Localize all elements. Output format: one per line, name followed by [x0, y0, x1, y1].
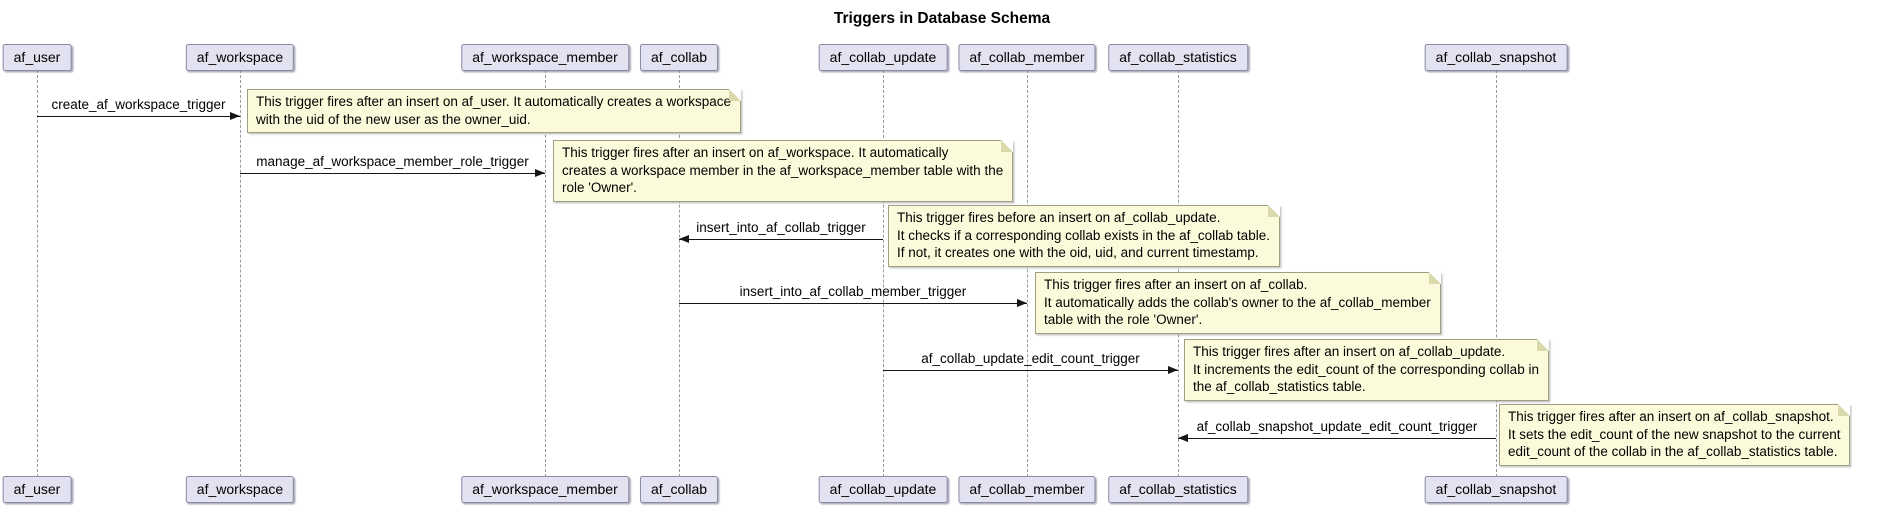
message-line-5 [883, 370, 1178, 371]
note-text-line: role 'Owner'. [562, 180, 637, 195]
note-text-line: This trigger fires after an insert on af… [562, 145, 949, 160]
message-label-3: insert_into_af_collab_trigger [696, 220, 866, 235]
message-line-3 [679, 239, 883, 240]
participant-top-af_collab: af_collab [639, 44, 719, 71]
lifeline-af_collab_member [1027, 70, 1028, 477]
lifeline-af_collab_snapshot [1496, 70, 1497, 477]
note-3: This trigger fires before an insert on a… [888, 205, 1280, 267]
lifeline-af_collab_update [883, 70, 884, 477]
participant-top-af_user: af_user [2, 44, 72, 71]
note-text-line: This trigger fires after an insert on af… [1193, 344, 1506, 359]
note-text-line: This trigger fires before an insert on a… [897, 210, 1221, 225]
participant-top-af_collab_statistics: af_collab_statistics [1108, 44, 1248, 71]
note-text-line: It checks if a corresponding collab exis… [897, 227, 1270, 243]
diagram-title: Triggers in Database Schema [833, 10, 1051, 27]
note-text-line: edit_count of the collab in the af_colla… [1508, 444, 1838, 459]
message-line-1 [37, 116, 240, 117]
arrowhead-1 [230, 112, 240, 120]
participant-top-af_collab_snapshot: af_collab_snapshot [1424, 44, 1568, 71]
note-text-line: It automatically adds the collab's owner… [1044, 294, 1431, 310]
participant-bottom-af_collab: af_collab [639, 476, 719, 503]
participant-top-af_collab_member: af_collab_member [958, 44, 1096, 71]
note-text-line: This trigger fires after an insert on af… [256, 94, 731, 109]
message-line-6 [1178, 438, 1496, 439]
arrowhead-6 [1178, 434, 1188, 442]
note-6: This trigger fires after an insert on af… [1499, 404, 1851, 466]
participant-bottom-af_collab_member: af_collab_member [958, 476, 1096, 503]
lifeline-af_workspace_member [545, 70, 546, 477]
note-1: This trigger fires after an insert on af… [247, 89, 741, 133]
note-text-line: This trigger fires after an insert on af… [1044, 277, 1308, 292]
note-text-line: This trigger fires after an insert on af… [1508, 409, 1834, 424]
note-text-line: with the uid of the new user as the owne… [256, 111, 531, 127]
note-text-line: creates a workspace member in the af_wor… [562, 162, 1004, 178]
participant-bottom-af_collab_statistics: af_collab_statistics [1108, 476, 1248, 503]
message-label-4: insert_into_af_collab_member_trigger [739, 284, 967, 299]
arrowhead-2 [535, 169, 545, 177]
note-text-line: table with the role 'Owner'. [1044, 312, 1203, 327]
note-text-line: It increments the edit_count of the corr… [1193, 361, 1539, 377]
arrowhead-3 [679, 235, 689, 243]
message-label-6: af_collab_snapshot_update_edit_count_tri… [1196, 419, 1478, 434]
note-text-line: It sets the edit_count of the new snapsh… [1508, 426, 1841, 442]
participant-bottom-af_workspace_member: af_workspace_member [461, 476, 629, 503]
participant-bottom-af_collab_snapshot: af_collab_snapshot [1424, 476, 1568, 503]
lifeline-af_user [37, 70, 38, 477]
arrowhead-4 [1017, 299, 1027, 307]
participant-top-af_workspace: af_workspace [185, 44, 295, 71]
participant-bottom-af_workspace: af_workspace [185, 476, 295, 503]
message-line-2 [240, 173, 545, 174]
note-text-line: If not, it creates one with the oid, uid… [897, 245, 1259, 260]
message-label-1: create_af_workspace_trigger [51, 97, 226, 112]
participant-top-af_workspace_member: af_workspace_member [461, 44, 629, 71]
participant-top-af_collab_update: af_collab_update [818, 44, 948, 71]
lifeline-af_workspace [240, 70, 241, 477]
note-4: This trigger fires after an insert on af… [1035, 272, 1441, 334]
participant-bottom-af_user: af_user [2, 476, 72, 503]
note-2: This trigger fires after an insert on af… [553, 140, 1014, 202]
participant-bottom-af_collab_update: af_collab_update [818, 476, 948, 503]
note-text-line: the af_collab_statistics table. [1193, 379, 1366, 394]
arrowhead-5 [1168, 366, 1178, 374]
message-label-2: manage_af_workspace_member_role_trigger [256, 154, 529, 169]
message-line-4 [679, 303, 1027, 304]
note-5: This trigger fires after an insert on af… [1184, 339, 1549, 401]
lifeline-af_collab [679, 70, 680, 477]
message-label-5: af_collab_update_edit_count_trigger [921, 351, 1140, 366]
